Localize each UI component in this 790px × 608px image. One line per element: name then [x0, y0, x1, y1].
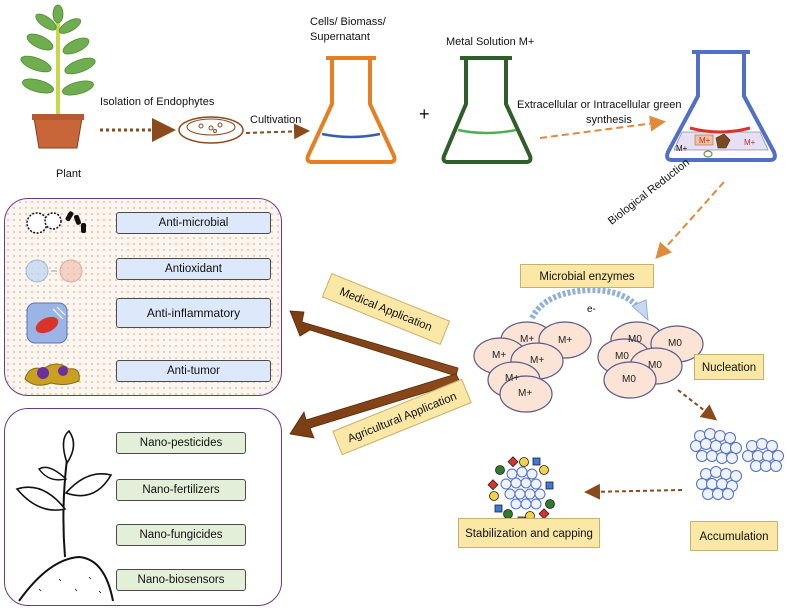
ion-label: M+: [518, 388, 533, 399]
medical-item-antitumor: Anti-tumor: [116, 360, 271, 382]
application-arrows: [289, 310, 461, 439]
medical-item-antimicrobial: Anti-microbial: [116, 212, 271, 234]
metal-ion-cells: [473, 321, 592, 413]
medical-item-anti-inflammatory: Anti-inflammatory: [116, 298, 271, 328]
flask-ion-label: M+: [699, 136, 711, 145]
atom-label: M0: [648, 360, 662, 371]
agri-item-nano-fertilizers: Nano-fertilizers: [116, 479, 246, 501]
plant-label: Plant: [56, 168, 82, 180]
accumulation-label: Accumulation: [690, 521, 778, 551]
stabilization-label: Stabilization and capping: [458, 518, 600, 548]
flask-ion-label: M+: [676, 144, 688, 153]
ion-label: M+: [558, 335, 573, 346]
cells-label-line1: Cells/ Biomass/: [310, 16, 386, 28]
petri-dish-icon: [178, 116, 244, 144]
electron-transfer-arrowhead: [631, 299, 649, 322]
flask-ion-label: M+: [744, 138, 756, 147]
plant-icon: [20, 4, 96, 149]
capped-nanoparticle-icon: [487, 456, 555, 525]
atom-label: M0: [668, 338, 682, 349]
arrow-to-accumulation: [677, 389, 718, 421]
ion-label: M+: [505, 373, 520, 384]
synthesis-flask-icon: [665, 50, 777, 162]
metal-atom-cells: [597, 321, 704, 399]
inflammation-cell-icon: [26, 302, 68, 344]
synthesis-label-line2: synthesis: [586, 114, 632, 126]
microbe-icon: [26, 211, 86, 234]
agri-item-nano-biosensors: Nano-biosensors: [116, 569, 246, 591]
synthesis-label-line1: Extracellular or Intracellular green: [517, 99, 682, 111]
arrow-cultivation: [245, 123, 310, 140]
ion-label: M+: [530, 355, 545, 366]
seedling-icon: [15, 429, 114, 602]
arrow-to-stabilization: [584, 483, 683, 500]
microbial-enzymes-label: Microbial enzymes: [520, 264, 654, 288]
cultivation-label: Cultivation: [250, 114, 302, 126]
atom-label: M0: [628, 334, 642, 345]
electron-transfer-arrow: [529, 286, 643, 320]
electron-label: e-: [587, 304, 596, 315]
biomass-flask-icon: [305, 56, 397, 164]
nanoparticle-clusters-icon: [690, 428, 784, 500]
ion-label: M+: [492, 350, 507, 361]
cells-label-line2: Supernatant: [310, 31, 370, 43]
medical-item-antioxidant: Antioxidant: [116, 258, 271, 280]
atom-label: M0: [622, 374, 636, 385]
medical-icons: [24, 211, 86, 386]
arrow-biological-reduction: [655, 181, 725, 259]
plus-sign: +: [419, 104, 430, 124]
isolation-label: Isolation of Endophytes: [100, 96, 215, 108]
nucleation-label: Nucleation: [694, 354, 764, 380]
tumor-cell-icon: [24, 363, 80, 386]
atom-label: M0: [615, 351, 629, 362]
metal-solution-label: Metal Solution M+: [446, 36, 535, 48]
arrow-synthesis: [539, 115, 666, 139]
agri-item-nano-fungicides: Nano-fungicides: [116, 524, 246, 546]
antioxidant-icon: [25, 259, 83, 283]
metal-solution-flask-icon: [441, 56, 533, 164]
ion-label: M+: [520, 334, 535, 345]
agri-item-nano-pesticides: Nano-pesticides: [116, 432, 246, 454]
